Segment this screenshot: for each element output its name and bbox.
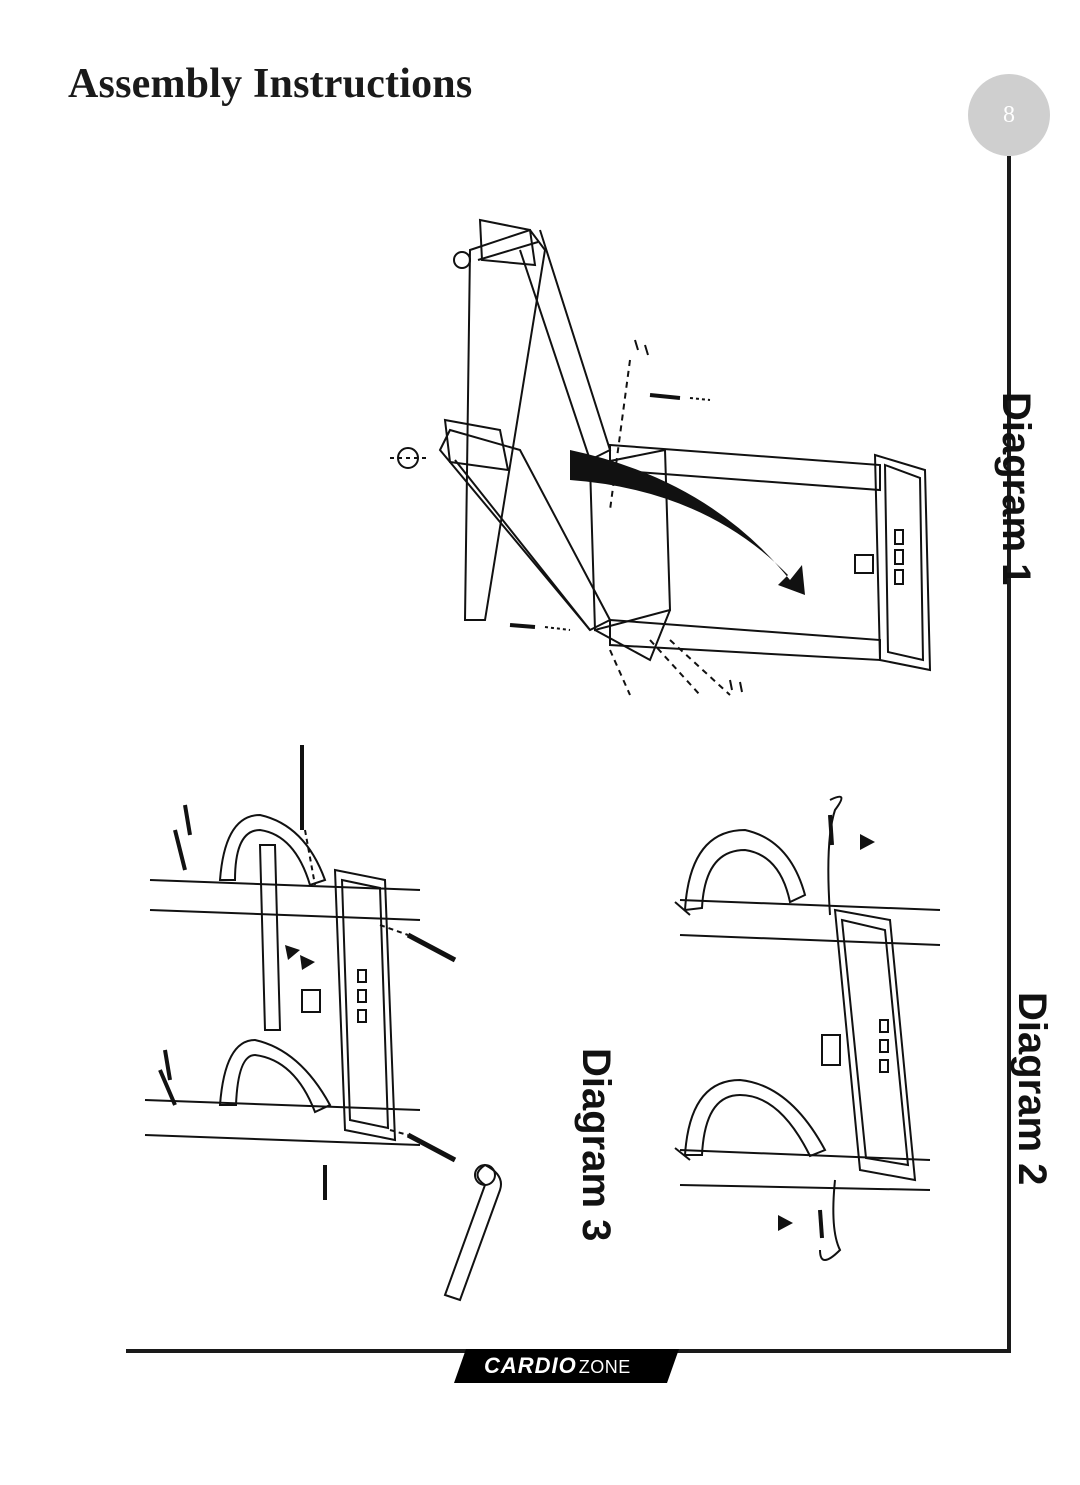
diagram-3-label: Diagram 3 [574, 1048, 618, 1242]
diagram-2-label: Diagram 2 [1010, 992, 1054, 1186]
page-title: Assembly Instructions [68, 61, 473, 107]
frame-right-rule [1007, 156, 1011, 1353]
brand-light: ZONE [578, 1357, 631, 1377]
diagram-1-illustration [144, 218, 941, 1302]
diagram-2-illustration [674, 795, 941, 1261]
assembly-diagrams: Diagram 1 Diagram 2 Diagram 3 [90, 190, 1054, 1330]
diagram-1-label: Diagram 1 [994, 392, 1038, 586]
diagram-3-illustration [144, 745, 502, 1302]
diagram-1-frame [390, 218, 932, 696]
brand-bold: CARDIO [484, 1353, 577, 1378]
page-number-badge: 8 [968, 74, 1050, 156]
diagram-1-rotation-arrow [570, 450, 805, 595]
page-number: 8 [1003, 101, 1015, 128]
